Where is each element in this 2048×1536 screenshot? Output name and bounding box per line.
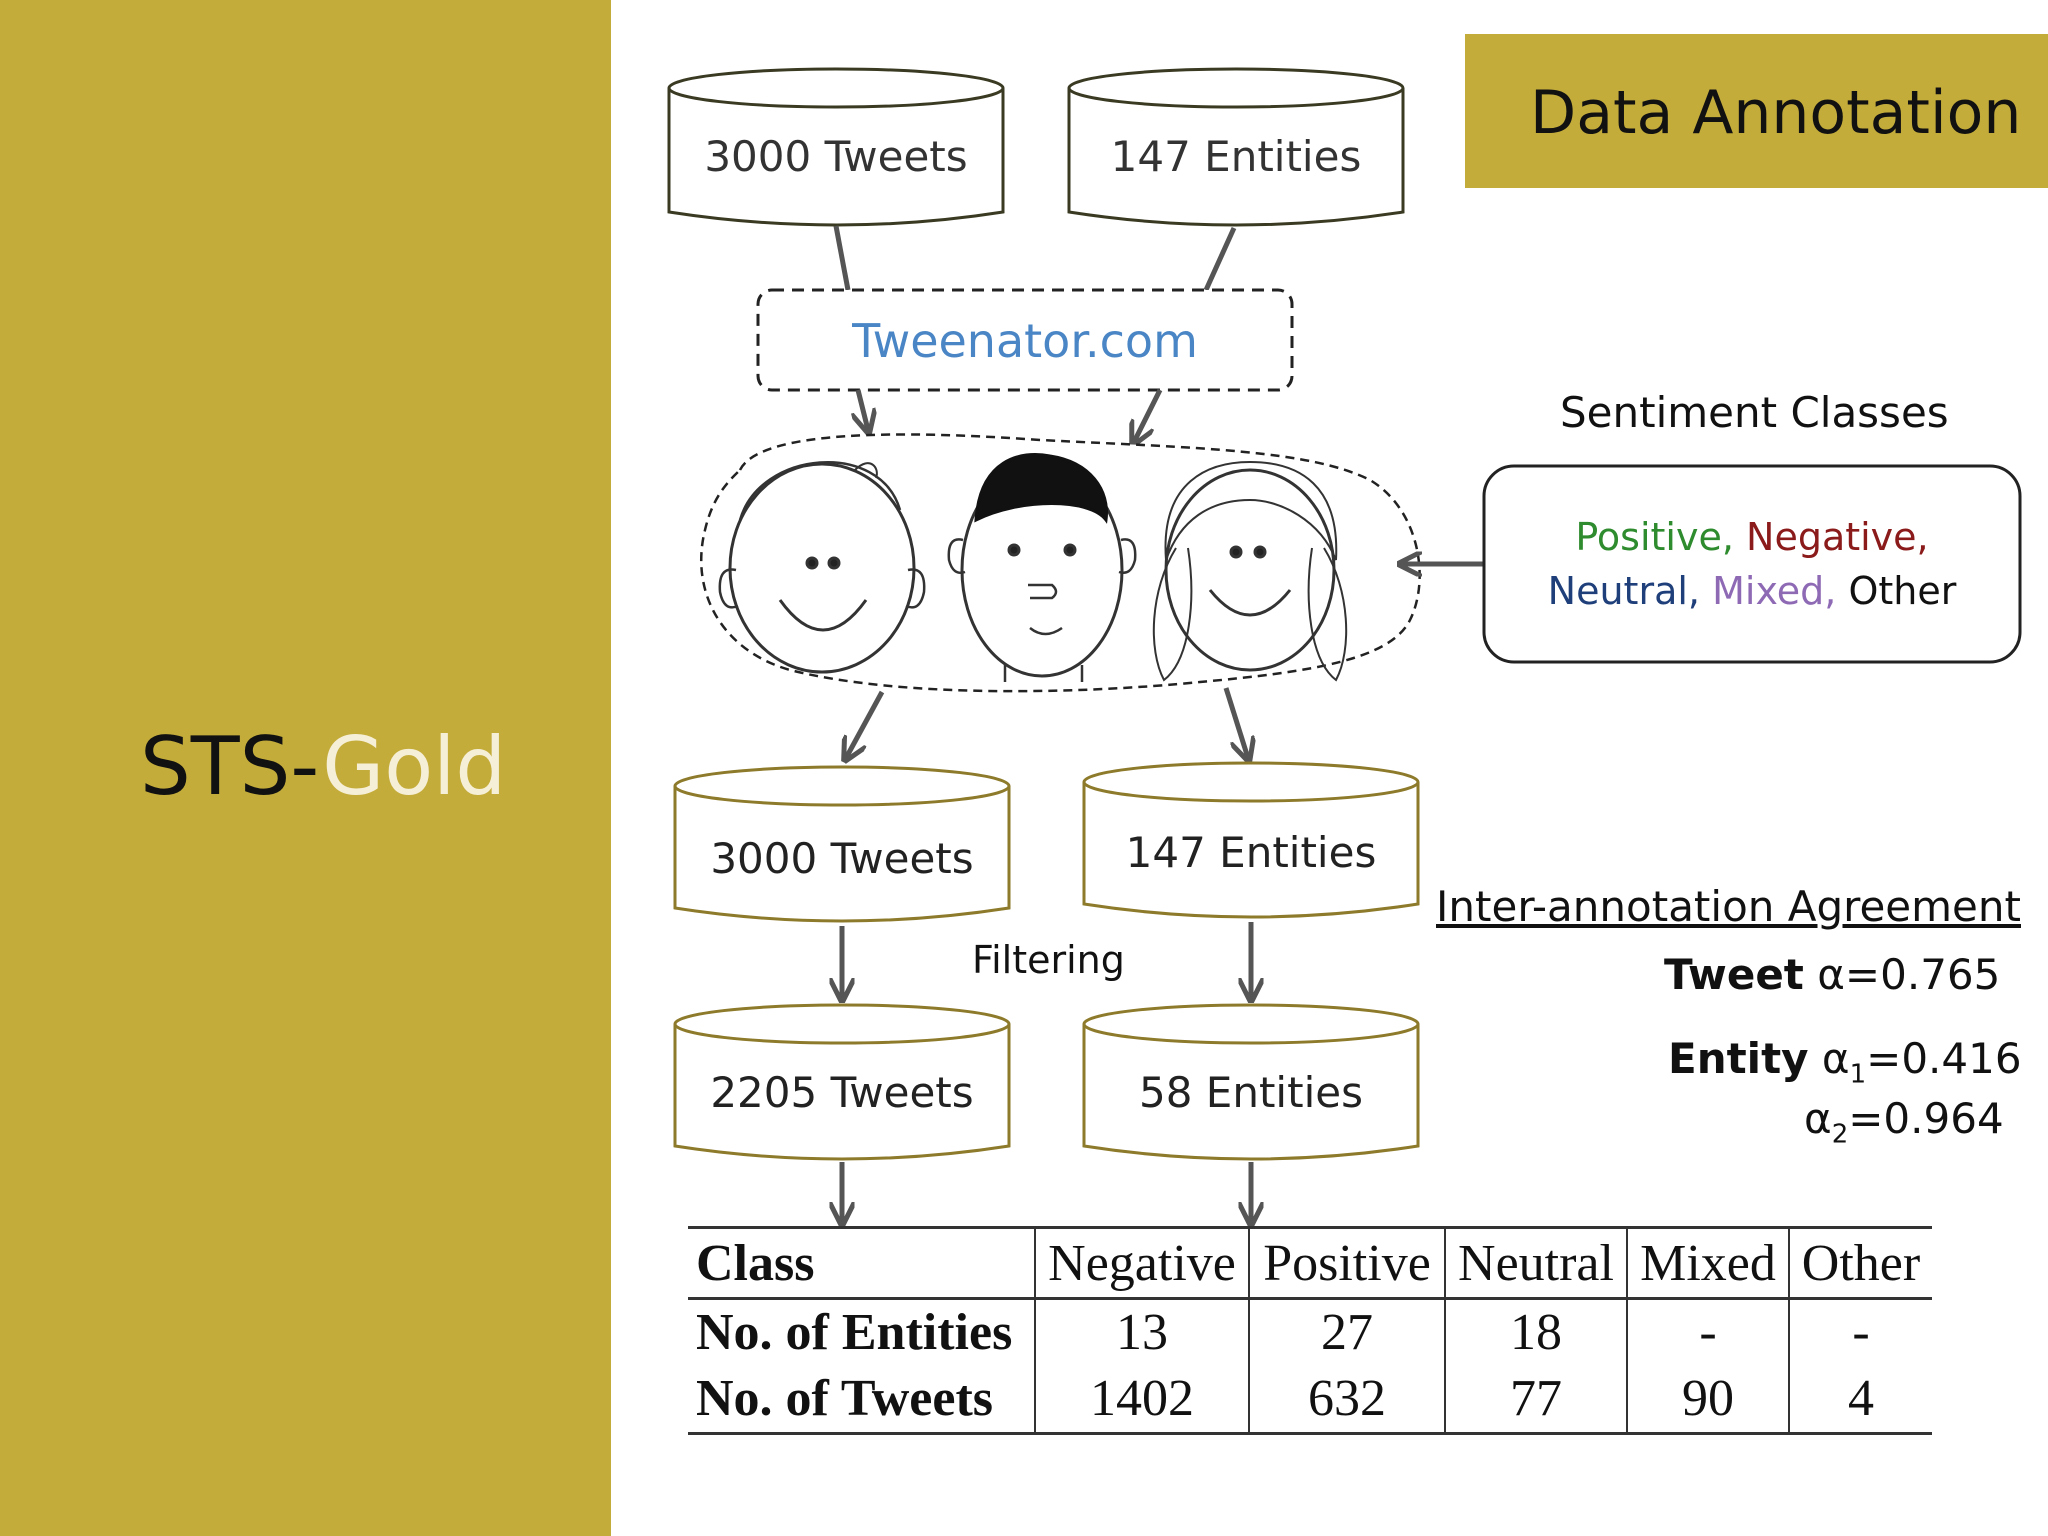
table-cell: 18 [1445,1298,1628,1364]
cylinder-filtered-entities [1082,1003,1420,1161]
header-neutral: Neutral [1445,1226,1628,1300]
agreement-tweet-label: Tweet [1664,950,1804,999]
class-mixed: Mixed, [1712,569,1837,613]
table-cell: 1402 [1035,1364,1250,1435]
agreement-entity-alpha2: α2=0.964 [1804,1094,2004,1149]
filtered-tweets-label: 2205 Tweets [710,1068,974,1117]
sidebar-panel: STS-Gold [0,0,611,1536]
agreement-entity-label: Entity [1668,1034,1809,1083]
header-banner: Data Annotation [1465,34,2048,188]
class-distribution-table: Class Negative Positive Neutral Mixed Ot… [688,1226,1932,1435]
sentiment-classes-title: Sentiment Classes [1560,388,1949,437]
header-class: Class [688,1226,1036,1300]
connector-entities-tool [1203,226,1237,292]
title-prefix: STS- [140,720,323,813]
table-cell: - [1852,1303,1870,1361]
cylinder-filtered-tweets [673,1003,1011,1161]
alpha2-value: =0.964 [1848,1094,2004,1143]
tool-label: Tweenator.com [852,314,1198,368]
arrow-tool-annotators-right [1134,388,1163,442]
table-cell: 4 [1789,1364,1932,1435]
sentiment-classes-box [1482,464,2022,664]
header-title: Data Annotation [1530,78,2022,148]
row-label-entities: No. of Entities [688,1298,1036,1364]
arrow-tool-annotators-left [858,389,868,430]
annotator-face-middle [947,452,1137,682]
cylinder-annotated-entities [1082,761,1420,919]
arrow-annotators-tweets [846,690,885,758]
table-cell: 90 [1627,1364,1790,1435]
table-cell: 13 [1035,1298,1250,1364]
table-cell: 27 [1249,1298,1446,1364]
alpha1-subscript: 1 [1849,1059,1867,1090]
table-cell: - [1627,1298,1790,1364]
title-highlight: Gold [322,720,507,813]
table-cell: 632 [1249,1364,1446,1435]
header-positive: Positive [1249,1226,1446,1300]
row-label-tweets: No. of Tweets [688,1364,1036,1435]
alpha2-subscript: 2 [1831,1119,1849,1150]
alpha1-value: =0.416 [1866,1034,2022,1083]
class-positive: Positive, [1575,515,1734,559]
cylinder-source-entities [1067,67,1405,227]
tool-box [756,288,1294,392]
agreement-tweet-value: α=0.765 [1817,950,2001,999]
arrow-annotators-entities [1223,687,1248,758]
class-other: Other [1848,569,1957,613]
sentiment-classes-list: Positive, Negative, Neutral, Mixed, Othe… [1484,510,2020,618]
header-negative: Negative [1035,1226,1250,1300]
annotator-face-left [718,460,926,674]
header-mixed: Mixed [1627,1226,1790,1300]
header-other: Other [1789,1226,1932,1300]
cylinder-annotated-tweets [673,765,1011,923]
alpha1-symbol: α [1821,1034,1850,1083]
annotated-entities-label: 147 Entities [1125,828,1377,877]
source-entities-label: 147 Entities [1110,132,1362,181]
annotator-face-right [1152,460,1348,682]
table-row: No. of Tweets 1402 632 77 90 4 [688,1364,1932,1435]
table-header-row: Class Negative Positive Neutral Mixed Ot… [688,1226,1932,1300]
source-tweets-label: 3000 Tweets [704,132,968,181]
cylinder-source-tweets [667,67,1005,227]
class-neutral: Neutral, [1547,569,1700,613]
alpha2-symbol: α [1804,1094,1832,1143]
agreement-title: Inter-annotation Agreement [1436,882,2021,931]
class-negative: Negative, [1746,515,1929,559]
slide-title: STS-Gold [140,720,506,813]
filtering-label: Filtering [972,938,1125,982]
annotated-tweets-label: 3000 Tweets [710,834,974,883]
connector-tweets-tool [833,225,851,291]
agreement-tweet: Tweet α=0.765 [1664,950,2000,999]
agreement-entity-alpha1: Entity α1=0.416 [1668,1034,2022,1089]
filtered-entities-label: 58 Entities [1139,1068,1363,1117]
table-cell: 77 [1445,1364,1628,1435]
table-row: No. of Entities 13 27 18 - - [688,1298,1932,1364]
